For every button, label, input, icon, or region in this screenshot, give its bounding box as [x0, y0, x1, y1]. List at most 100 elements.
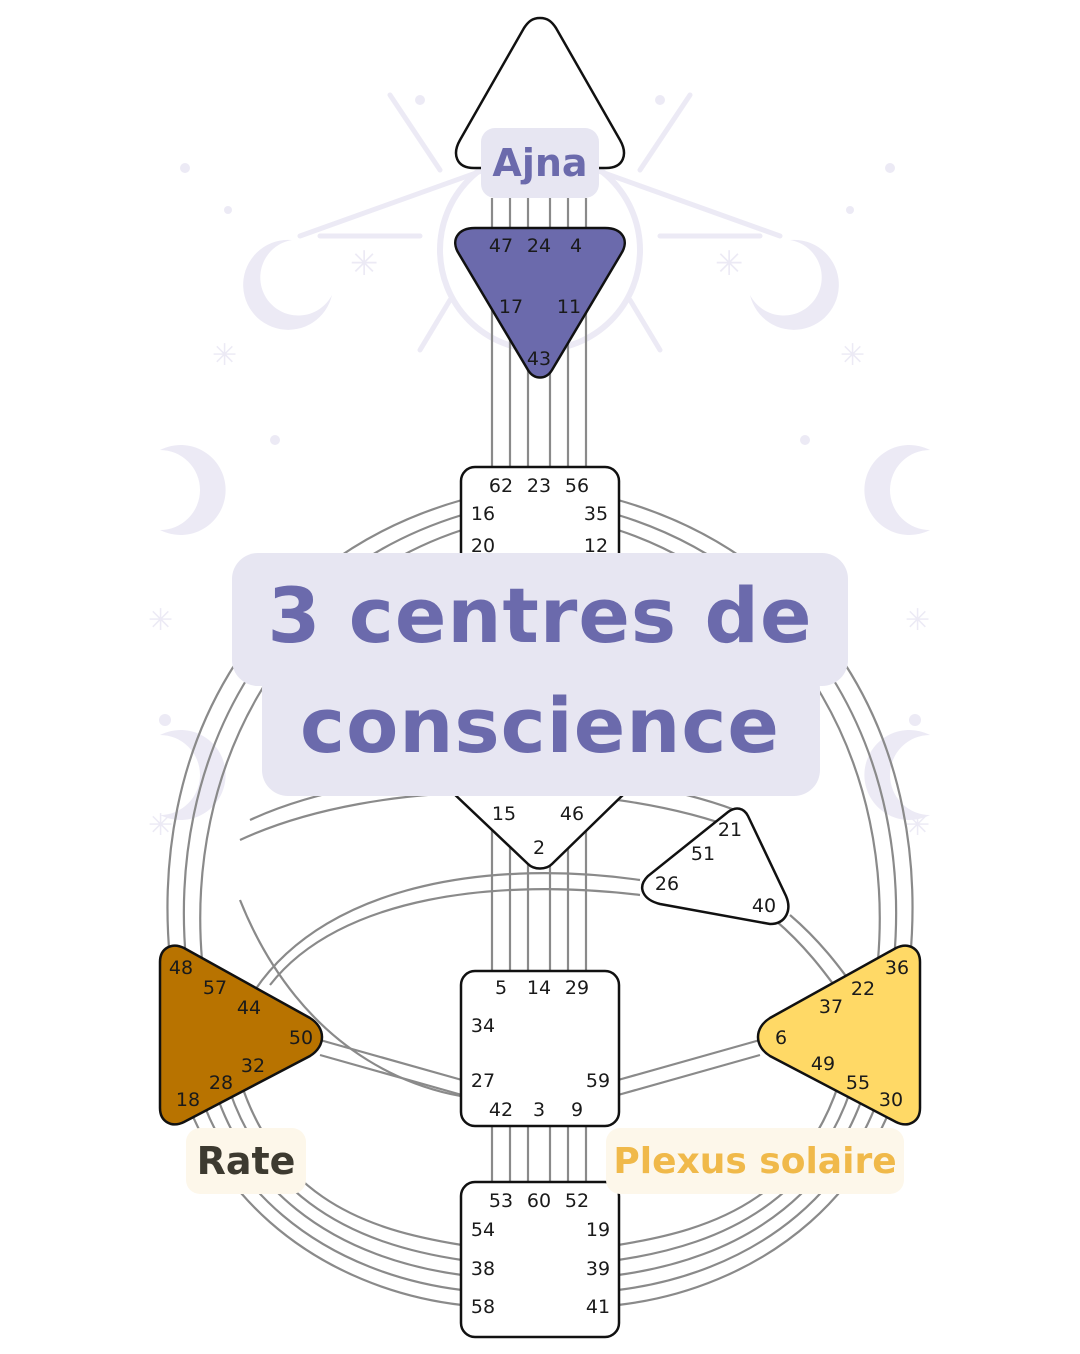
- star-icon: ✳: [148, 808, 173, 843]
- sacral-gates: 5 14 29 34 27 59 42 3 9: [471, 977, 610, 1121]
- dot-decoration: [909, 714, 921, 726]
- title-line-2: conscience: [300, 681, 780, 770]
- dot-decoration: [846, 206, 854, 214]
- crescent-moon-icon: [160, 445, 226, 535]
- gate-number: 39: [586, 1258, 610, 1280]
- gate-number: 15: [492, 803, 516, 825]
- rate-label-text: Rate: [196, 1139, 296, 1183]
- gate-number: 34: [471, 1015, 495, 1037]
- root-gates: 53 60 52 54 19 38 39 58 41: [471, 1190, 610, 1318]
- gate-number: 59: [586, 1070, 610, 1092]
- heart-center: [641, 807, 790, 926]
- gate-number: 16: [471, 503, 495, 525]
- gate-number: 23: [527, 475, 551, 497]
- star-icon: ✳: [715, 244, 744, 284]
- gate-number: 60: [527, 1190, 551, 1212]
- gate-number: 41: [586, 1296, 610, 1318]
- star-icon: ✳: [905, 603, 930, 638]
- gate-number: 28: [209, 1072, 233, 1094]
- crescent-moon-icon: [160, 729, 226, 820]
- gate-number: 52: [565, 1190, 589, 1212]
- gate-number: 12: [584, 535, 608, 557]
- gate-number: 55: [846, 1072, 870, 1094]
- dot-decoration: [159, 714, 171, 726]
- gate-number: 20: [471, 535, 495, 557]
- plexus-label-text: Plexus solaire: [613, 1140, 897, 1182]
- dot-decoration: [180, 163, 190, 173]
- gate-number: 30: [879, 1089, 903, 1111]
- gate-number: 49: [811, 1053, 835, 1075]
- star-icon: ✳: [350, 244, 379, 284]
- channel-g-sacral: [490, 820, 588, 975]
- rate-label: Rate: [186, 1128, 306, 1194]
- star-icon: ✳: [148, 603, 173, 638]
- gate-number: 37: [819, 996, 843, 1018]
- gate-number: 2: [533, 837, 545, 859]
- gate-number: 51: [691, 843, 715, 865]
- gate-number: 9: [571, 1099, 583, 1121]
- gate-number: 21: [718, 819, 742, 841]
- title-background: [262, 663, 820, 796]
- channel-ajna-throat: [490, 300, 588, 470]
- channel-spleen-sacral: [319, 1038, 761, 1097]
- title-box: 3 centres de conscience: [232, 553, 848, 796]
- title-line-1: 3 centres de: [267, 571, 813, 660]
- gate-number: 32: [241, 1055, 265, 1077]
- gate-number: 35: [584, 503, 608, 525]
- dot-decoration: [885, 163, 895, 173]
- crescent-moon-icon: [243, 239, 332, 330]
- gate-number: 47: [489, 235, 513, 257]
- gate-number: 11: [557, 296, 581, 318]
- root-center: [459, 1180, 621, 1339]
- gate-number: 58: [471, 1296, 495, 1318]
- gate-number: 6: [775, 1027, 787, 1049]
- gate-number: 43: [527, 348, 551, 370]
- gate-number: 46: [560, 803, 584, 825]
- channel-sacral-root: [490, 1125, 588, 1185]
- gate-number: 57: [203, 977, 227, 999]
- gate-number: 17: [499, 296, 523, 318]
- gate-number: 56: [565, 475, 589, 497]
- sacral-center: [459, 969, 621, 1128]
- g-center: [446, 788, 632, 870]
- gate-number: 27: [471, 1070, 495, 1092]
- dot-decoration: [415, 95, 425, 105]
- channel-head-ajna: [490, 198, 588, 230]
- heart-gates: 21 51 26 40: [655, 819, 776, 917]
- dot-decoration: [224, 206, 232, 214]
- gate-number: 18: [176, 1089, 200, 1111]
- solar-plexus-center: [756, 944, 922, 1126]
- plexus-label: Plexus solaire: [606, 1128, 904, 1194]
- spleen-center: [158, 944, 324, 1126]
- dot-decoration: [800, 435, 810, 445]
- gate-number: 5: [495, 977, 507, 999]
- gate-number: 53: [489, 1190, 513, 1212]
- gate-number: 44: [237, 997, 261, 1019]
- ajna-label: Ajna: [481, 128, 599, 198]
- gate-number: 48: [169, 957, 193, 979]
- gate-number: 29: [565, 977, 589, 999]
- crescent-moon-icon: [750, 239, 839, 330]
- g-gates: 15 46 2: [492, 803, 584, 859]
- star-icon: ✳: [840, 338, 865, 373]
- gate-number: 24: [527, 235, 551, 257]
- gate-number: 62: [489, 475, 513, 497]
- background-decoration: ✳ ✳ ✳ ✳ ✳ ✳ ✳ ✳: [148, 92, 930, 843]
- star-icon: ✳: [905, 808, 930, 843]
- gate-number: 50: [289, 1027, 313, 1049]
- dot-decoration: [655, 95, 665, 105]
- ajna-label-text: Ajna: [492, 141, 588, 185]
- gate-number: 14: [527, 977, 551, 999]
- spleen-gates: 48 57 44 50 32 28 18: [169, 957, 313, 1111]
- ajna-gates: 47 24 4 17 11 43: [489, 235, 582, 370]
- gate-number: 38: [471, 1258, 495, 1280]
- star-icon: ✳: [212, 338, 237, 373]
- gate-number: 4: [570, 235, 582, 257]
- gate-number: 36: [885, 957, 909, 979]
- dot-decoration: [270, 435, 280, 445]
- gate-number: 22: [851, 978, 875, 1000]
- throat-gates: 62 23 56 16 35 20 12: [471, 475, 608, 557]
- gate-number: 3: [533, 1099, 545, 1121]
- solar-plexus-gates: 36 22 37 6 49 55 30: [775, 957, 909, 1111]
